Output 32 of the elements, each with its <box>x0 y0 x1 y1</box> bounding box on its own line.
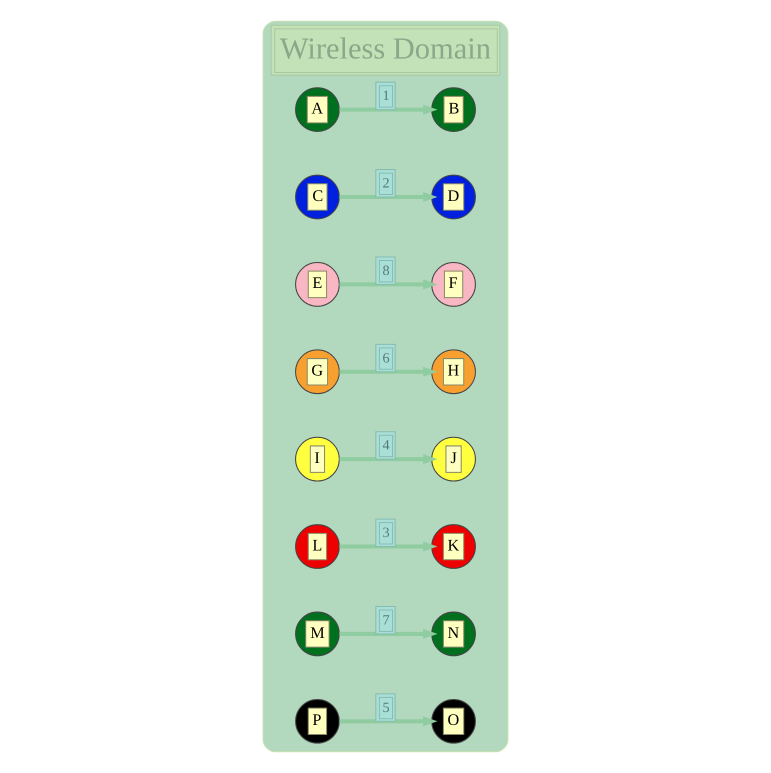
arrow <box>339 192 438 202</box>
node-circle: O <box>431 698 476 744</box>
arrow <box>339 279 438 290</box>
node-circle: D <box>431 174 476 220</box>
node-circle: B <box>431 87 476 132</box>
arrow <box>339 104 438 115</box>
edge-label: 1 <box>382 88 390 104</box>
edge-label: 5 <box>382 700 390 716</box>
node-circle: I <box>295 436 340 482</box>
arrow <box>339 542 438 552</box>
edge-label: 6 <box>382 350 390 366</box>
edge-label: 3 <box>382 525 390 542</box>
node-circle: G <box>295 349 340 394</box>
arrow <box>339 628 438 639</box>
node-circle: L <box>295 524 340 569</box>
edge-label: 4 <box>382 438 390 454</box>
edge-label: 2 <box>382 176 390 192</box>
arrow <box>339 454 438 464</box>
node-circle: A <box>295 87 340 132</box>
node-circle: N <box>431 612 476 656</box>
node-circle: P <box>295 698 340 744</box>
arrow <box>339 716 438 726</box>
edge-label: 8 <box>382 262 390 279</box>
node-circle: J <box>431 436 476 482</box>
node-circle: K <box>431 524 476 569</box>
node-circle: H <box>431 349 476 394</box>
arrow <box>339 366 438 377</box>
node-circle: M <box>295 612 340 656</box>
edge-label: 7 <box>382 612 390 628</box>
node-circle: F <box>431 262 476 307</box>
node-circle: E <box>295 262 340 307</box>
node-circle: C <box>295 174 340 220</box>
